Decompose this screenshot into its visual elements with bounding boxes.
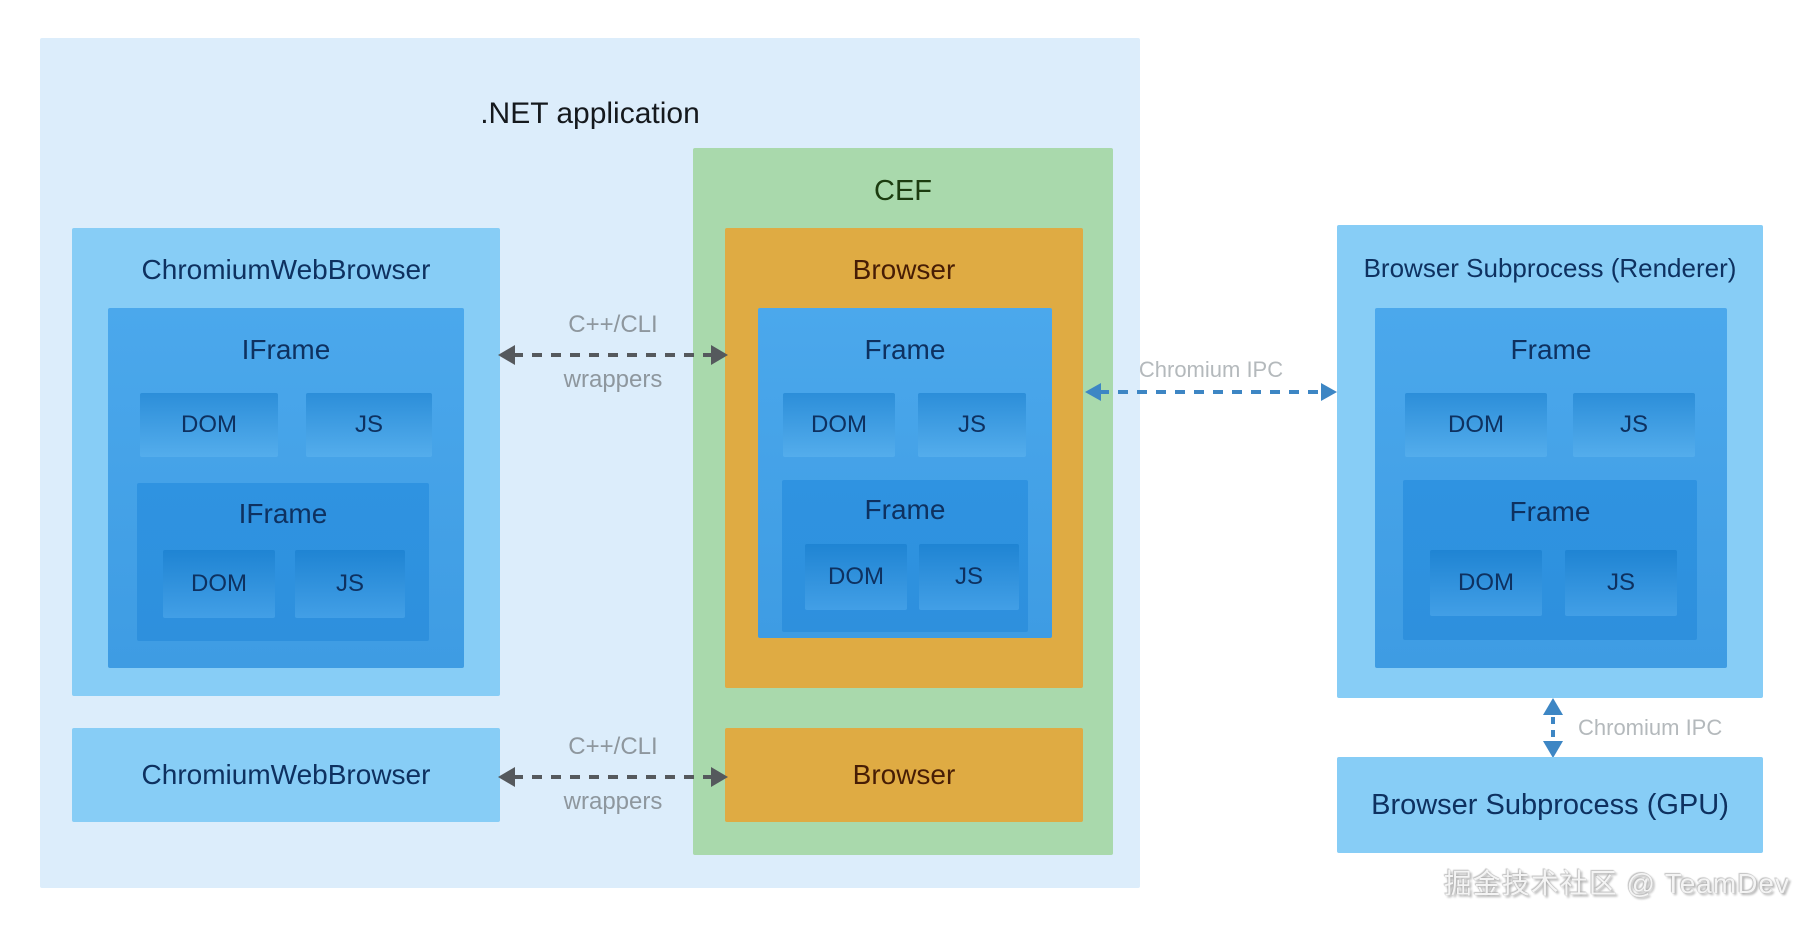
arrow-left-icon bbox=[498, 767, 515, 787]
js-label: JS bbox=[1606, 569, 1635, 596]
frame-title: Frame bbox=[864, 334, 946, 365]
dom-label: DOM bbox=[191, 570, 247, 597]
frame-nested-title: Frame bbox=[864, 494, 946, 525]
js-label: JS bbox=[1619, 411, 1648, 438]
browser-top-box: Browser Frame DOM JS Frame DOM bbox=[725, 228, 1083, 688]
dashed-line bbox=[1099, 390, 1323, 394]
chromium-web-browser-bottom-box: ChromiumWebBrowser bbox=[72, 728, 500, 822]
dom-label: DOM bbox=[1458, 569, 1514, 596]
watermark-text: 掘金技术社区 @ TeamDev bbox=[1443, 868, 1790, 899]
iframe-nested-title: IFrame bbox=[238, 498, 328, 529]
dom-label: DOM bbox=[181, 411, 237, 438]
iframe-title: IFrame bbox=[241, 334, 331, 365]
dom-label: DOM bbox=[1448, 411, 1504, 438]
dom-chip: DOM bbox=[140, 393, 278, 457]
frame-box: Frame DOM JS Frame DOM JS bbox=[758, 308, 1052, 638]
chromium-ipc-connector-gpu bbox=[1536, 698, 1570, 758]
arrow-left-icon bbox=[1085, 383, 1101, 401]
cef-box: CEF Browser Frame DOM JS Frame bbox=[693, 148, 1113, 855]
chromium-web-browser-top-title: ChromiumWebBrowser bbox=[141, 254, 431, 285]
frame-nested-box: Frame DOM JS bbox=[782, 480, 1028, 632]
arrow-right-icon bbox=[711, 345, 728, 365]
arrow-right-icon bbox=[711, 767, 728, 787]
arrow-left-icon bbox=[498, 345, 515, 365]
chromium-ipc-label: Chromium IPC bbox=[1138, 357, 1284, 382]
js-chip: JS bbox=[1573, 393, 1695, 457]
js-chip: JS bbox=[295, 550, 405, 618]
dashed-line bbox=[1551, 717, 1555, 739]
browser-subprocess-renderer-title: Browser Subprocess (Renderer) bbox=[1363, 253, 1737, 283]
cli-top-label: C++/CLI bbox=[568, 311, 658, 338]
frame-nested-title: Frame bbox=[1509, 496, 1591, 527]
arrow-down-icon bbox=[1543, 741, 1563, 758]
browser-subprocess-renderer-box: Browser Subprocess (Renderer) Frame DOM … bbox=[1337, 225, 1763, 698]
dashed-line bbox=[513, 353, 713, 357]
js-label: JS bbox=[335, 570, 364, 597]
dom-chip: DOM bbox=[783, 393, 895, 457]
browser-top-title: Browser bbox=[852, 254, 956, 285]
chromium-web-browser-top-box: ChromiumWebBrowser IFrame DOM JS IFrame … bbox=[72, 228, 500, 696]
chromium-web-browser-bottom-title: ChromiumWebBrowser bbox=[141, 759, 431, 790]
arrow-right-icon bbox=[1321, 383, 1337, 401]
dom-chip: DOM bbox=[805, 544, 907, 610]
chromium-ipc-connector-renderer: Chromium IPC bbox=[1085, 352, 1337, 412]
dashed-line bbox=[513, 775, 713, 779]
js-chip: JS bbox=[918, 393, 1026, 457]
browser-bottom-title: Browser bbox=[852, 759, 956, 790]
js-label: JS bbox=[954, 563, 983, 590]
frame-title: Frame bbox=[1510, 334, 1592, 365]
cli-bottom-sublabel: wrappers bbox=[563, 788, 663, 815]
browser-subprocess-gpu-box: Browser Subprocess (GPU) bbox=[1337, 757, 1763, 853]
js-label: JS bbox=[354, 411, 383, 438]
js-chip: JS bbox=[919, 544, 1019, 610]
net-application-title: .NET application bbox=[480, 97, 700, 130]
dom-label: DOM bbox=[811, 411, 867, 438]
dom-chip: DOM bbox=[163, 550, 275, 618]
dom-chip: DOM bbox=[1430, 550, 1542, 616]
dom-label: DOM bbox=[828, 563, 884, 590]
dom-chip: DOM bbox=[1405, 393, 1547, 457]
js-chip: JS bbox=[306, 393, 432, 457]
frame-box: Frame DOM JS Frame DOM JS bbox=[1375, 308, 1727, 668]
browser-bottom-box: Browser bbox=[725, 728, 1083, 822]
arrow-up-icon bbox=[1543, 698, 1563, 715]
cef-title: CEF bbox=[874, 175, 932, 207]
iframe-nested-box: IFrame DOM JS bbox=[137, 483, 429, 641]
cli-bottom-label: C++/CLI bbox=[568, 733, 658, 760]
cli-top-sublabel: wrappers bbox=[563, 366, 663, 393]
frame-nested-box: Frame DOM JS bbox=[1403, 480, 1697, 640]
js-chip: JS bbox=[1565, 550, 1677, 616]
net-application-box: .NET application ChromiumWebBrowser IFra… bbox=[40, 38, 1140, 888]
chromium-ipc-gpu-label: Chromium IPC bbox=[1578, 715, 1723, 740]
js-label: JS bbox=[957, 411, 986, 438]
cli-wrappers-connector-top: C++/CLI wrappers bbox=[498, 300, 728, 400]
cli-wrappers-connector-bottom: C++/CLI wrappers bbox=[498, 722, 728, 822]
browser-subprocess-gpu-title: Browser Subprocess (GPU) bbox=[1371, 788, 1729, 821]
iframe-box: IFrame DOM JS IFrame DOM JS bbox=[108, 308, 464, 668]
